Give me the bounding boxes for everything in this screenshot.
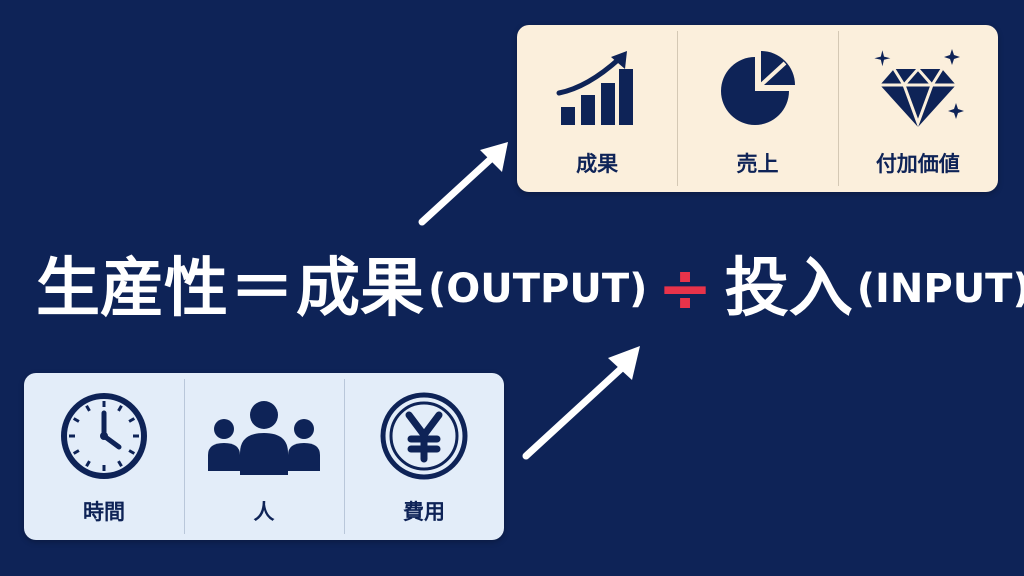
pie-chart-icon — [721, 51, 796, 125]
input-item-people: 人 — [184, 373, 344, 540]
formula-productivity: 生産性 — [36, 252, 228, 326]
input-item-label: 人 — [253, 500, 275, 524]
formula-output-label: 成果 — [296, 252, 424, 326]
input-item-time: 時間 — [24, 373, 184, 540]
output-item-label: 付加価値 — [875, 152, 960, 176]
diamond-icon — [874, 49, 964, 128]
formula-input-paren: (INPUT) — [856, 266, 1024, 312]
output-item-result: 成果 — [517, 25, 677, 192]
growth-chart-icon — [556, 51, 634, 125]
output-panel: 成果 売上 付加価値 — [517, 25, 998, 192]
arrow-up-right-icon — [522, 346, 640, 460]
formula-equals: ＝ — [230, 252, 294, 326]
output-item-sales: 売上 — [677, 25, 837, 192]
yen-coin-icon — [380, 392, 468, 480]
output-item-label: 売上 — [736, 152, 779, 176]
formula-output-paren: (OUTPUT) — [428, 266, 648, 312]
output-item-label: 成果 — [576, 152, 619, 176]
productivity-formula: 生産性 ＝ 成果 (OUTPUT) ÷ 投入 (INPUT) — [36, 247, 1024, 331]
input-panel: 時間 人 費用 — [24, 373, 504, 540]
formula-divide-sign: ÷ — [657, 250, 713, 327]
clock-icon — [61, 393, 147, 479]
input-item-label: 時間 — [83, 500, 125, 524]
input-item-label: 費用 — [403, 500, 445, 524]
output-item-added-value: 付加価値 — [837, 25, 998, 192]
input-item-cost: 費用 — [344, 373, 504, 540]
formula-input-label: 投入 — [724, 252, 853, 326]
arrow-up-right-icon — [418, 142, 508, 226]
people-icon — [208, 401, 320, 475]
